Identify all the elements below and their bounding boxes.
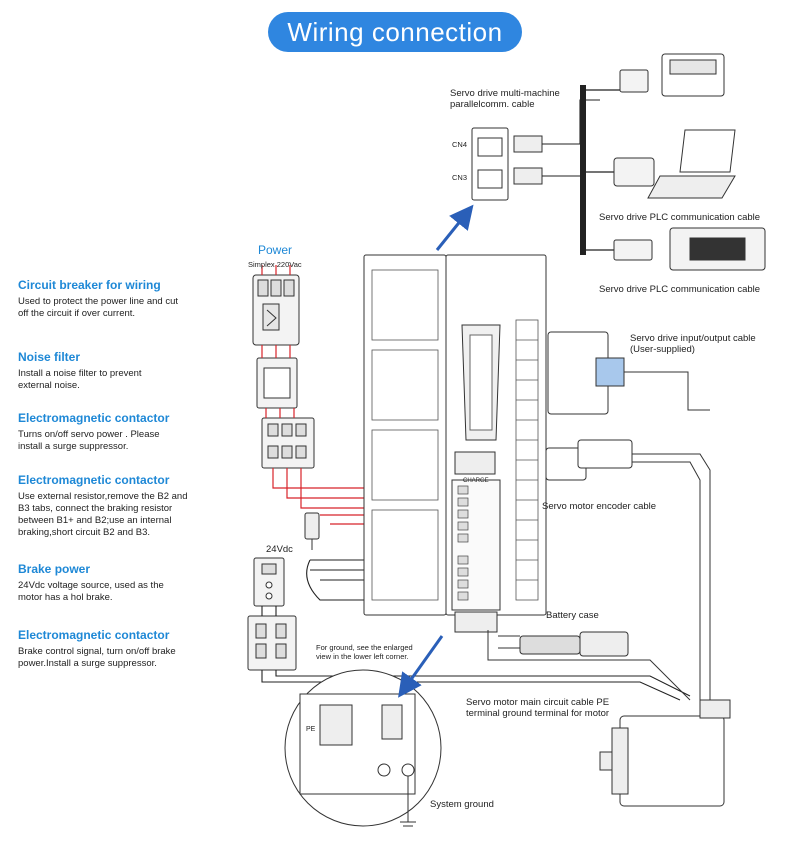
braking-resistor xyxy=(304,512,320,550)
side-item-brake-contactor: Electromagnetic contactor Brake control … xyxy=(18,628,218,670)
io-cable-label: Servo drive input/output cable (User-sup… xyxy=(630,333,756,355)
laptop-icon xyxy=(647,129,736,199)
arrow-to-cn xyxy=(435,204,474,251)
encoder-connector xyxy=(545,439,711,720)
side-item-noise-filter: Noise filter Install a noise filter to p… xyxy=(18,350,218,392)
comm-bus xyxy=(580,85,586,255)
main-cable-label: Servo motor main circuit cable PE termin… xyxy=(466,697,610,719)
side-text: Turns on/off servo power . Please instal… xyxy=(18,429,160,452)
hmi-device xyxy=(619,53,725,97)
cn-cables xyxy=(542,99,600,177)
plc-label-2: Servo drive PLC communication cable xyxy=(599,284,761,295)
battery-label: Battery case xyxy=(546,610,599,621)
side-item-breaker: Circuit breaker for wiring Used to prote… xyxy=(18,278,218,320)
side-text: Brake control signal, turn on/off brake … xyxy=(18,646,176,669)
io-connector xyxy=(547,331,710,415)
side-heading: Circuit breaker for wiring xyxy=(18,278,161,292)
cn-ports xyxy=(471,127,543,201)
ground-note-label: For ground, see the enlarged view in the… xyxy=(316,643,413,661)
arrow-to-ground xyxy=(398,635,444,698)
page-title: Wiring connection xyxy=(268,12,522,52)
side-text: 24Vdc voltage source, used as the motor … xyxy=(18,580,164,603)
encoder-label: Servo motor encoder cable xyxy=(542,501,657,512)
cn4-label: CN4 xyxy=(452,140,468,149)
system-ground-label: System ground xyxy=(430,799,494,810)
side-item-contactor-1: Electromagnetic contactor Turns on/off s… xyxy=(18,411,218,453)
servo-motor xyxy=(599,699,731,807)
side-heading: Electromagnetic contactor xyxy=(18,628,170,642)
side-heading: Brake power xyxy=(18,562,91,576)
brake-power-supply xyxy=(253,557,285,607)
cn3-label: CN3 xyxy=(452,173,468,182)
plc-module xyxy=(613,227,766,271)
charge-label: CHARGE xyxy=(463,478,489,484)
side-text: Install a noise filter to prevent extern… xyxy=(18,368,142,391)
db9-connector xyxy=(613,157,655,187)
motor-main-cable xyxy=(487,630,691,701)
plc-label-1: Servo drive PLC communication cable xyxy=(599,212,761,223)
ground-zoom-view xyxy=(284,669,442,827)
side-heading: Electromagnetic contactor xyxy=(18,473,170,487)
pe-label: PE xyxy=(306,726,316,733)
side-text: Used to protect the power line and cut o… xyxy=(18,296,179,319)
battery-case xyxy=(498,631,629,657)
circuit-breaker xyxy=(252,274,300,346)
servo-drive xyxy=(363,254,547,633)
noise-filter xyxy=(256,357,298,409)
vdc24-label: 24Vdc xyxy=(266,544,293,555)
side-item-contactor-2: Electromagnetic contactor Use external r… xyxy=(18,473,218,539)
multi-machine-label: Servo drive multi-machine parallelcomm. … xyxy=(450,88,560,110)
power-label: Power xyxy=(258,243,293,257)
side-text: Use external resistor,remove the B2 and … xyxy=(18,491,188,538)
electromagnetic-contactor xyxy=(261,417,315,469)
side-heading: Noise filter xyxy=(18,350,81,364)
side-heading: Electromagnetic contactor xyxy=(18,411,170,425)
plc-cables xyxy=(586,89,620,251)
brake-contactor xyxy=(247,615,297,671)
side-item-brake-power: Brake power 24Vdc voltage source, used a… xyxy=(18,562,218,604)
simplex-label: Simplex 220Vac xyxy=(248,260,302,269)
